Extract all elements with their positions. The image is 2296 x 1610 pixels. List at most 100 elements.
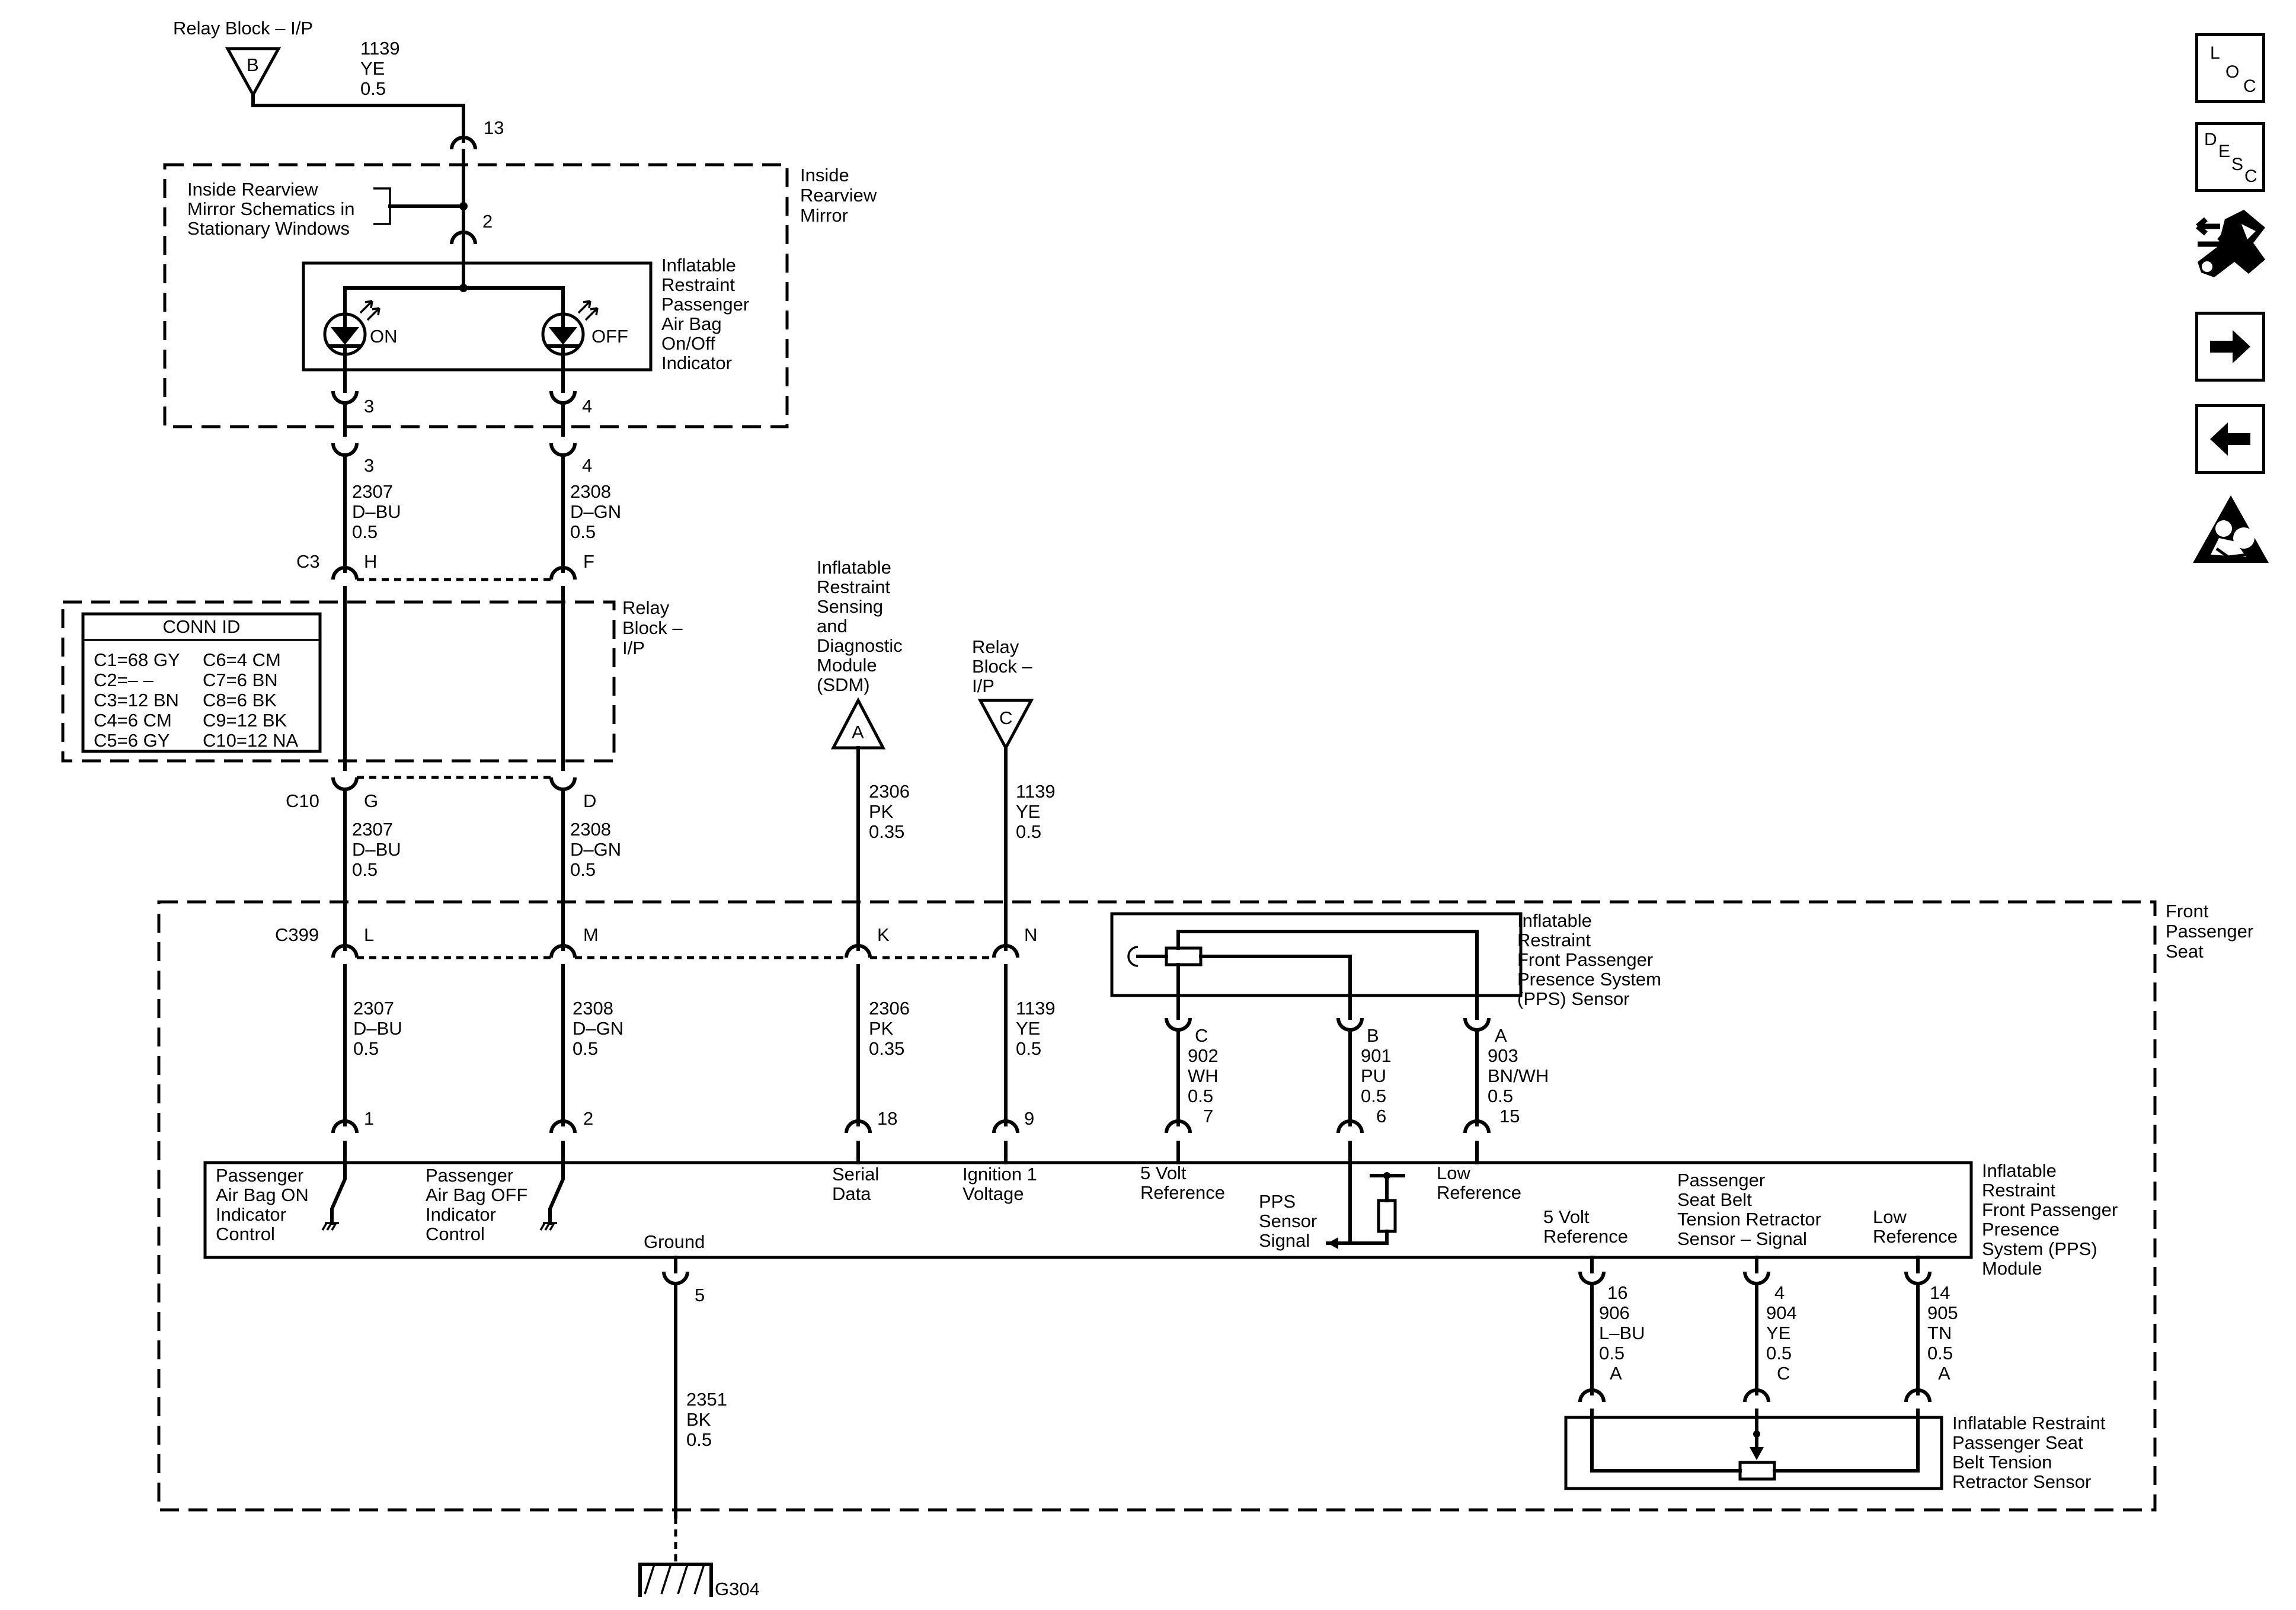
wire-2308-b: 2308 D–GN 0.5 (570, 819, 626, 880)
module-belt-signal: Passenger Seat Belt Tension Retractor Se… (1677, 1170, 1827, 1249)
component-tools-button[interactable] (2189, 207, 2272, 290)
location-button[interactable]: L O C (2195, 33, 2265, 103)
module-pps-signal: PPS Sensor Signal (1259, 1191, 1322, 1251)
pps-module-box (203, 1161, 1973, 1259)
module-low-reference-b: Low Reference (1873, 1206, 1958, 1247)
led-off-label: OFF (591, 326, 628, 347)
module-5v-reference: 5 Volt Reference (1140, 1163, 1225, 1203)
c10-pin-d-label: D (583, 790, 596, 811)
on-control-switch-icon (321, 1161, 347, 1231)
module-5v-reference-b: 5 Volt Reference (1543, 1206, 1628, 1247)
harness-pin-3-label: 3 (364, 455, 374, 476)
svg-text:C3=12 BN: C3=12 BN (94, 690, 179, 710)
pps-wires (1176, 1028, 1479, 1126)
pin-13-label: 13 (484, 117, 504, 138)
relay-block-ip-label: Relay Block – I/P (622, 597, 687, 658)
wire-1139-color: YE (360, 58, 385, 79)
airbag-warning-button[interactable] (2189, 492, 2272, 575)
next-page-button[interactable] (2195, 312, 2265, 382)
c399-pin-n: N (1024, 924, 1037, 945)
module-pin-9: 9 (1024, 1108, 1034, 1129)
arrow-right-icon (2210, 330, 2250, 363)
loc-letter-c: C (2243, 76, 2256, 96)
pps-sensor-resistor-icon (1127, 930, 1479, 1020)
ground-pin-5-label: 5 (695, 1285, 705, 1305)
wire-1139-size: 0.5 (360, 78, 386, 99)
mirror-note: Inside Rearview Mirror Schematics in Sta… (187, 179, 360, 239)
seat-wire-1139: 1139 YE 0.5 (1016, 998, 1060, 1059)
belt-wire-905: 14 905 TN 0.5 A (1927, 1282, 1963, 1384)
conn-id-title: CONN ID (163, 616, 241, 637)
module-ground-label: Ground (644, 1231, 705, 1252)
mirror-dashed-box (163, 163, 789, 428)
relay-block-pass-through (343, 586, 565, 771)
svg-text:C2=– –: C2=– – (94, 670, 154, 690)
c399-pin-l: L (364, 924, 374, 945)
mirror-title: Inside Rearview Mirror (800, 165, 882, 226)
svg-text:C4=6 CM: C4=6 CM (94, 710, 172, 731)
previous-page-button[interactable] (2195, 404, 2265, 474)
led-on-icon (323, 300, 380, 393)
conn-id-table: CONN ID C1=68 GY C6=4 CM C2=– – C7=6 BN … (81, 612, 322, 753)
belt-sensor-pin-icons (1578, 1388, 1932, 1403)
connector-triangle-b-icon (225, 47, 282, 98)
conn-id-rows: C1=68 GY C6=4 CM C2=– – C7=6 BN C3=12 BN… (94, 649, 298, 751)
ground-g304-label: G304 (715, 1579, 760, 1599)
svg-text:C8=6 BK: C8=6 BK (203, 690, 277, 710)
pps-wire-902: C 902 WH 0.5 7 (1188, 1025, 1223, 1126)
wire-2307-b: 2307 D–BU 0.5 (352, 819, 406, 880)
relay-block-ip-box (61, 600, 616, 763)
led-on-label: ON (370, 326, 398, 347)
belt-sensor-label: Inflatable Restraint Passenger Seat Belt… (1952, 1413, 2110, 1492)
connector-c3-label: C3 (296, 551, 320, 572)
seat-wire-2307: 2307 D–BU 0.5 (353, 998, 407, 1059)
relay-c-label: Relay Block – I/P (972, 636, 1037, 696)
harness-2-wires (343, 788, 565, 951)
sdm-connector-letter: A (852, 722, 864, 742)
harness-1-wires (343, 453, 565, 573)
pps-wire-903: A 903 BN/WH 0.5 15 (1488, 1025, 1554, 1126)
c3-pin-f-label: F (583, 551, 594, 572)
description-button[interactable]: D E S C (2195, 122, 2265, 192)
module-serial-data: Serial Data (832, 1164, 884, 1204)
desc-letter-c: C (2244, 167, 2257, 186)
svg-text:C7=6 BN: C7=6 BN (203, 670, 278, 690)
relay-c-connector-letter: C (999, 708, 1012, 728)
module-low-reference: Low Reference (1437, 1163, 1521, 1203)
led-off-icon (541, 300, 599, 393)
loc-letter-o: O (2225, 62, 2240, 82)
connector-triangle-c-icon (977, 699, 1034, 751)
pps-pin-icons (1165, 1017, 1491, 1032)
indicator-internal-bus (343, 261, 565, 316)
svg-text:C5=6 GY: C5=6 GY (94, 730, 170, 751)
indicator-box (302, 261, 653, 372)
module-on-control: Passenger Air Bag ON Indicator Control (216, 1165, 314, 1244)
wire-2307-a: 2307 D–BU 0.5 (352, 481, 406, 542)
module-pin-2: 2 (583, 1108, 593, 1129)
module-pin-18: 18 (877, 1108, 897, 1129)
wire-1139-top (251, 93, 465, 143)
off-control-switch-icon (539, 1161, 565, 1231)
arrows-wrench-icon (2196, 210, 2265, 277)
mirror-pin-4-label: 4 (582, 396, 592, 417)
svg-text:C10=12 NA: C10=12 NA (203, 730, 298, 751)
airbag-warning-icon (2193, 495, 2269, 563)
module-off-control: Passenger Air Bag OFF Indicator Control (426, 1165, 533, 1244)
c399-pin-icons (331, 944, 1019, 958)
belt-wire-906: 16 906 L–BU 0.5 A (1599, 1282, 1650, 1384)
pin-2-icon (450, 231, 477, 245)
pin-2-label: 2 (482, 211, 493, 232)
belt-wire-904: 4 904 YE 0.5 C (1766, 1282, 1802, 1384)
wire-1139-b-label: 1139 YE 0.5 (1016, 781, 1060, 842)
front-passenger-seat-box (157, 900, 2157, 1512)
seat-label: Front Passenger Seat (2166, 901, 2259, 962)
seat-harness-wires (343, 964, 1008, 1126)
desc-letter-d: D (2204, 130, 2217, 149)
c3-pin-h-label: H (364, 551, 377, 572)
connector-b-letter: B (247, 55, 259, 75)
mirror-pin-3-label: 3 (364, 396, 374, 417)
chassis-ground-icon (638, 1563, 713, 1597)
svg-text:C6=4 CM: C6=4 CM (203, 649, 281, 670)
module-top-pin-icons (331, 1119, 1491, 1134)
connector-c399-label: C399 (275, 924, 319, 945)
